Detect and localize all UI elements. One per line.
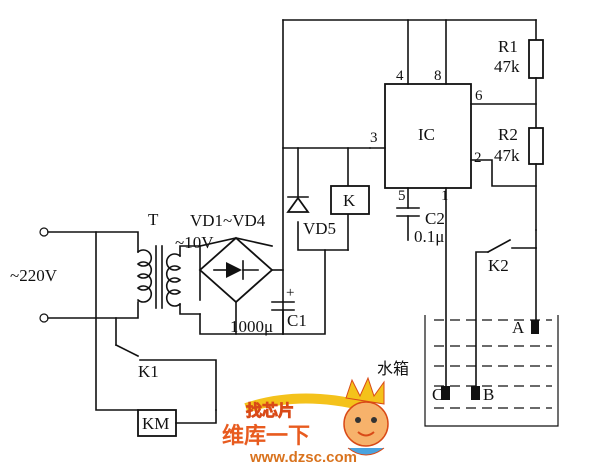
electrode-c-icon	[441, 386, 450, 400]
vd5-diode-icon	[286, 196, 310, 213]
secondary-voltage-label: ~10V	[175, 233, 214, 252]
resistor-r1: R1 47k	[494, 19, 544, 129]
k2-label: K2	[488, 256, 509, 275]
tank-label: 水箱	[377, 359, 409, 378]
r2-value-label: 47k	[494, 146, 520, 165]
ic-pin6-label: 6	[475, 88, 483, 104]
switch-k2: K2	[475, 229, 537, 393]
ic-pin4-label: 4	[396, 68, 404, 84]
ic-box	[384, 83, 472, 189]
r2-label: R2	[498, 125, 518, 144]
r1-value-label: 47k	[494, 57, 520, 76]
watermark-url: www.dzsc.com	[249, 449, 357, 466]
ic-pin8-label: 8	[434, 68, 442, 84]
electrode-c-label: C	[432, 385, 443, 404]
ac-source-label: ~220V	[10, 266, 58, 285]
relay-k-box	[330, 185, 370, 215]
c2-value-label: 0.1μ	[414, 227, 444, 246]
c1-value-label: 1000μ	[230, 317, 273, 336]
watermark-cn-text: 维库一下	[222, 423, 310, 449]
relay-k-label: K	[343, 191, 356, 210]
rectifier-diode-icon	[226, 262, 242, 278]
electrode-a-icon	[531, 320, 539, 334]
watermark: 找芯片 维库一下 www.dzsc.com	[222, 376, 389, 466]
electrode-a-label: A	[512, 318, 525, 337]
ic-555: IC 4 8 3 6 2 5 1	[369, 19, 537, 393]
k1-label: K1	[138, 362, 159, 381]
terminal-top	[39, 227, 49, 237]
ic-pin3-label: 3	[370, 130, 378, 146]
ic-label: IC	[418, 125, 435, 144]
watermark-swoosh	[244, 393, 366, 413]
ic-pin1-label: 1	[441, 188, 449, 204]
r2-body	[528, 127, 544, 165]
transformer: T ~10V	[136, 210, 214, 315]
bridge-rectifier: VD1~VD4	[190, 211, 284, 335]
capacitor-c1: + 1000μ C1	[230, 285, 307, 336]
switch-k1: K1	[114, 343, 217, 411]
relay-k-section: VD5 K	[282, 147, 371, 251]
watermark-logo-text: 找芯片	[246, 401, 294, 420]
rectifier-label: VD1~VD4	[190, 211, 266, 230]
ic-pin2-label: 2	[474, 150, 482, 166]
r1-body	[528, 39, 544, 79]
capacitor-c2: C2 0.1μ	[396, 207, 445, 246]
contactor-km: KM	[137, 409, 217, 437]
electrode-b-label: B	[483, 385, 494, 404]
resistor-r2: R2 47k	[494, 125, 544, 231]
water-tank: 水箱 A C B	[377, 315, 559, 427]
r1-label: R1	[498, 37, 518, 56]
ac-input: ~220V	[10, 227, 139, 411]
c2-label: C2	[425, 209, 445, 228]
km-label: KM	[142, 414, 169, 433]
terminal-bottom	[39, 313, 49, 323]
c1-plus-label: +	[286, 285, 294, 301]
c1-label: C1	[287, 311, 307, 330]
electrode-b-icon	[471, 386, 480, 400]
transformer-label: T	[148, 210, 159, 229]
vd5-label: VD5	[303, 219, 336, 238]
watermark-mascot-icon	[343, 376, 389, 456]
ic-pin5-label: 5	[398, 188, 406, 204]
